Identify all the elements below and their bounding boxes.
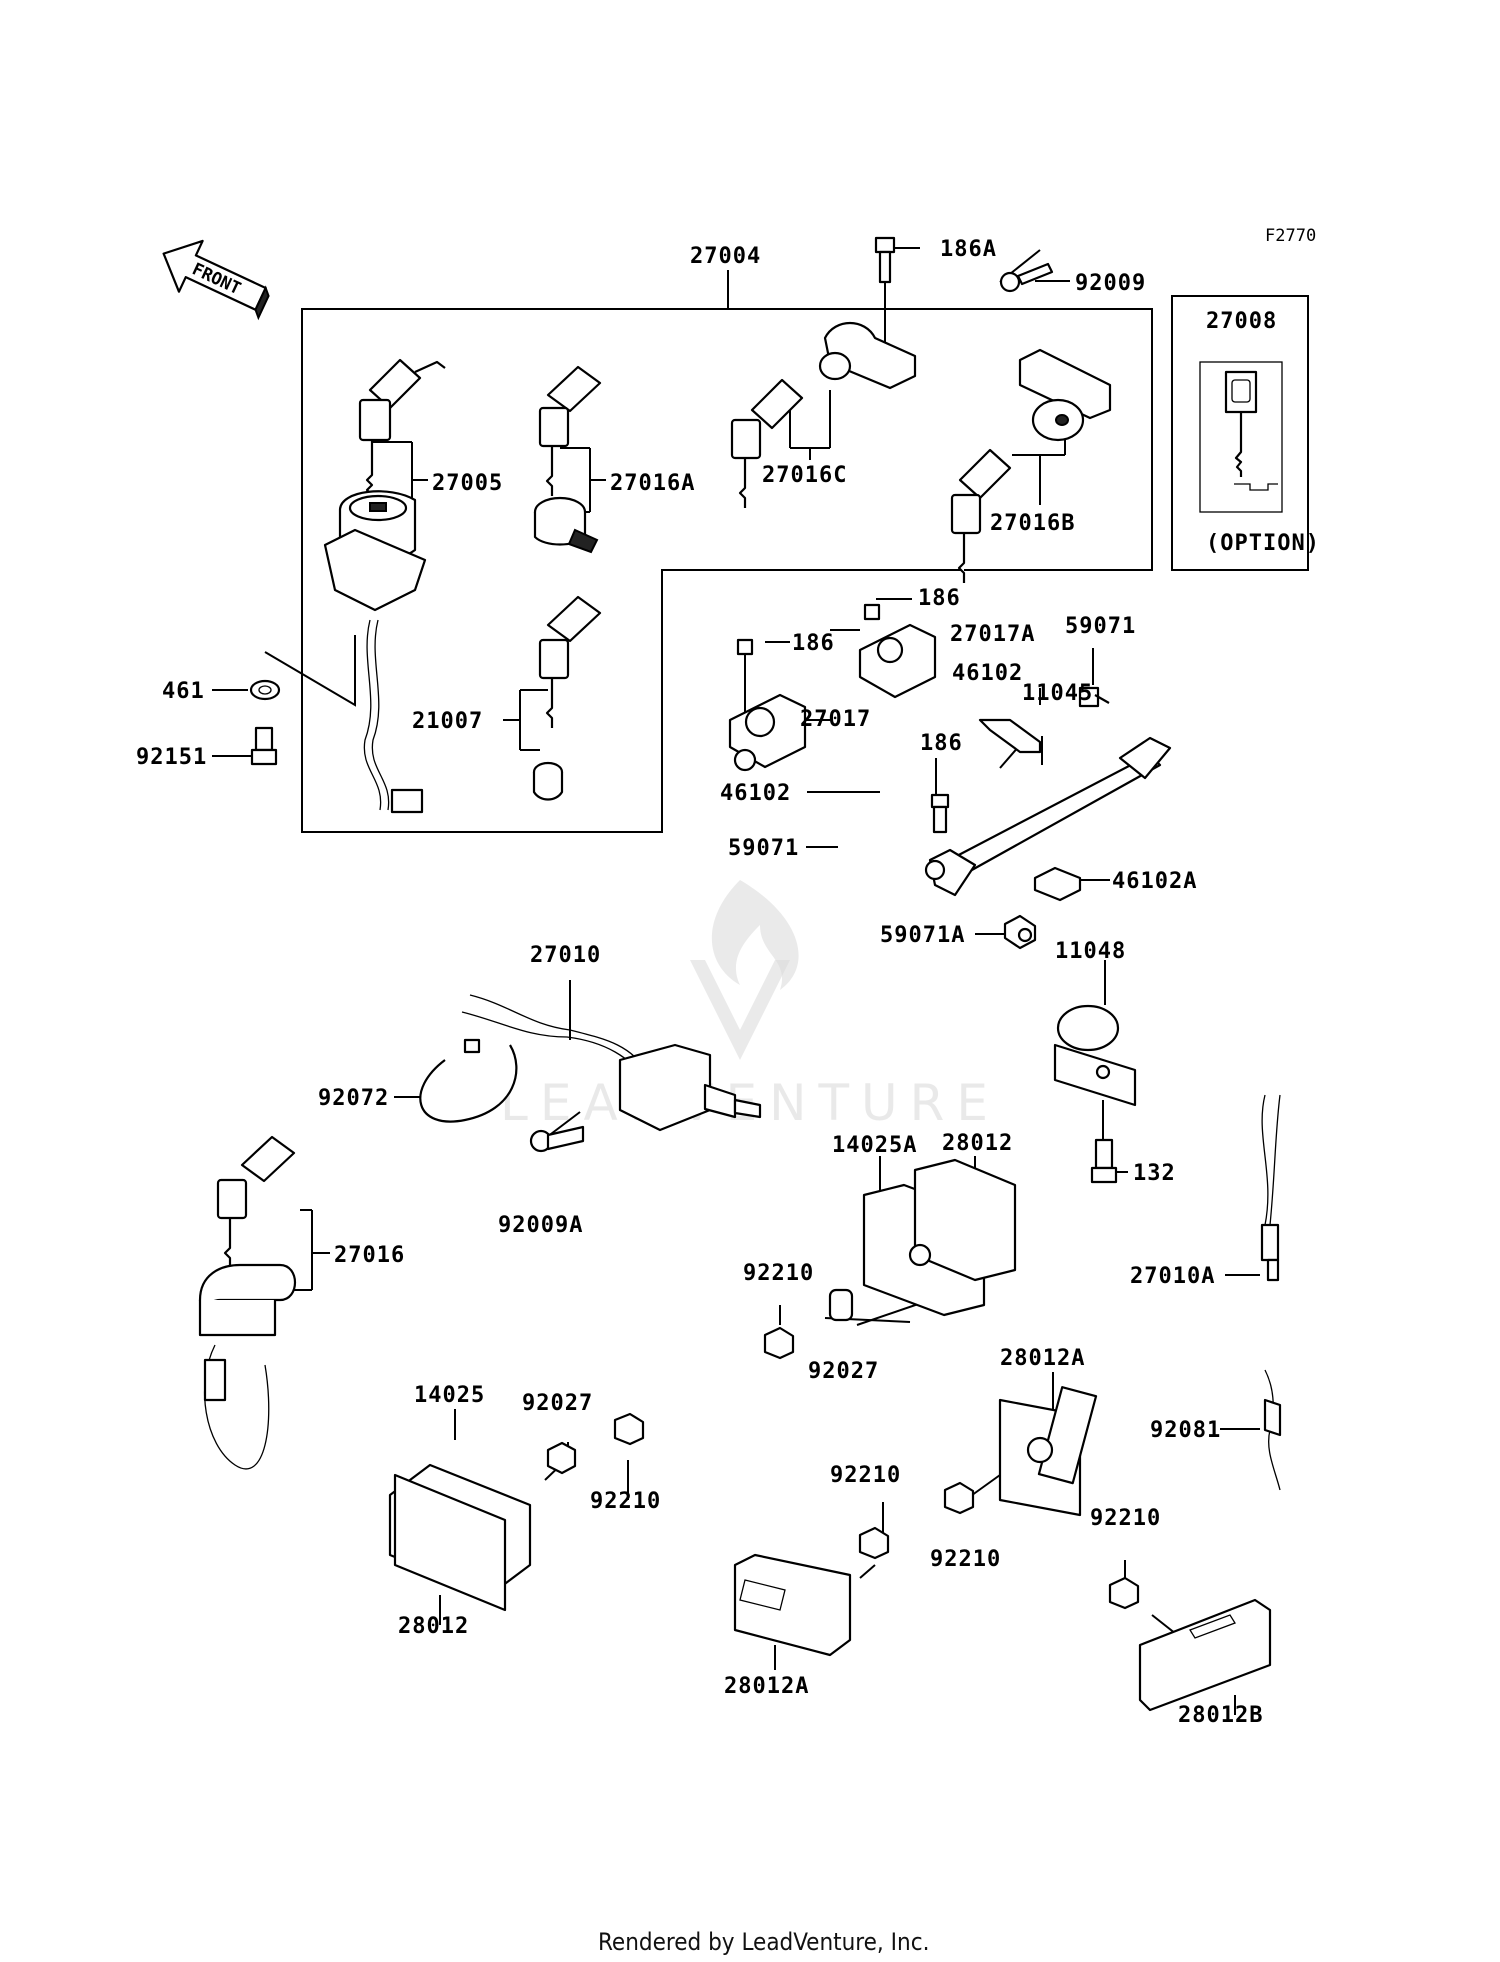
key-pair-27016B-icon: [950, 348, 1112, 583]
part-label-186A[interactable]: 186A: [940, 237, 997, 262]
part-label-92027-low[interactable]: 92027: [522, 1391, 593, 1416]
part-label-186-top[interactable]: 186: [918, 586, 961, 611]
key-pair-27005-icon: [358, 358, 446, 505]
option-box: (OPTION): [1171, 295, 1320, 571]
screw-92009A-icon: [529, 1125, 585, 1153]
option-label: (OPTION): [1206, 531, 1320, 556]
part-label-27004[interactable]: 27004: [690, 244, 761, 269]
nut-92210-icon: [763, 1326, 795, 1360]
part-label-59071-mid[interactable]: 59071: [728, 836, 799, 861]
washer-461-icon: [249, 679, 281, 701]
switch-27010A-icon: [1260, 1094, 1281, 1282]
clip-59071A-icon: [1003, 914, 1037, 950]
bracket-46102A-icon: [1033, 866, 1082, 902]
part-label-92009A[interactable]: 92009A: [498, 1213, 583, 1238]
figure-code: F2770: [1265, 226, 1316, 246]
part-label-14025A[interactable]: 14025A: [832, 1133, 917, 1158]
part-label-11048[interactable]: 11048: [1055, 939, 1126, 964]
part-label-27016B[interactable]: 27016B: [990, 511, 1075, 536]
holder-27017-icon: [728, 638, 807, 772]
part-label-28012-mid[interactable]: 28012: [942, 1131, 1013, 1156]
part-label-46102-top[interactable]: 46102: [952, 661, 1023, 686]
band-92072-icon: [419, 1038, 518, 1123]
reflector-28012A-icon: [998, 1386, 1098, 1517]
part-label-27010A[interactable]: 27010A: [1130, 1264, 1215, 1289]
part-label-92151[interactable]: 92151: [136, 745, 207, 770]
part-label-11045[interactable]: 11045: [1022, 681, 1093, 706]
part-label-92210-far-right[interactable]: 92210: [1090, 1506, 1161, 1531]
reflector-28012B-icon: [1138, 1598, 1272, 1712]
reflector-28012A-small-icon: [733, 1553, 852, 1657]
watermark-logo: LEADVENTURE: [500, 880, 988, 1132]
part-label-27008[interactable]: 27008: [1206, 309, 1277, 334]
part-label-27005[interactable]: 27005: [432, 471, 503, 496]
part-label-46102A[interactable]: 46102A: [1112, 869, 1197, 894]
key-pair-27016A-icon: [533, 365, 602, 554]
bolt-132-icon: [1090, 1138, 1118, 1184]
switch-27010-icon: [461, 994, 762, 1132]
padlock-27016-icon: [198, 1135, 296, 1470]
part-label-92210-low-mid[interactable]: 92210: [830, 1463, 901, 1488]
part-label-14025[interactable]: 14025: [414, 1383, 485, 1408]
part-label-92210-low-right[interactable]: 92210: [930, 1547, 1001, 1572]
part-label-27017A[interactable]: 27017A: [950, 622, 1035, 647]
part-label-21007[interactable]: 21007: [412, 709, 483, 734]
part-labels: 27004 186A 92009 27008 27005 27016A 2701…: [136, 237, 1277, 1728]
reflector-14025-icon: [388, 1463, 532, 1612]
part-label-27017[interactable]: 27017: [800, 707, 871, 732]
part-label-186-mid[interactable]: 186: [920, 731, 963, 756]
part-label-28012-low[interactable]: 28012: [398, 1614, 469, 1639]
part-label-92009[interactable]: 92009: [1075, 271, 1146, 296]
lock-bar-11045-icon: [924, 736, 1172, 897]
key-pair-27016C-icon: [730, 322, 917, 508]
part-label-59071A[interactable]: 59071A: [880, 923, 965, 948]
reflector-14025A-icon: [862, 1158, 1017, 1317]
part-label-28012A-low[interactable]: 28012A: [724, 1674, 809, 1699]
holder-27017A-icon: [858, 603, 937, 699]
nut-misc-icon: [546, 1412, 1140, 1610]
part-label-59071-top[interactable]: 59071: [1065, 614, 1136, 639]
part-label-92027-mid[interactable]: 92027: [808, 1359, 879, 1384]
key-pair-21007-icon: [532, 595, 602, 801]
bolt-186-icon: [930, 793, 950, 834]
collar-92027-icon: [828, 1288, 854, 1322]
part-label-27016A[interactable]: 27016A: [610, 471, 695, 496]
screw-92009-icon: [999, 262, 1054, 293]
part-label-27010[interactable]: 27010: [530, 943, 601, 968]
spring-92081-icon: [1263, 1369, 1282, 1491]
part-label-27016[interactable]: 27016: [334, 1243, 405, 1268]
part-label-28012A-top[interactable]: 28012A: [1000, 1346, 1085, 1371]
part-label-132[interactable]: 132: [1133, 1161, 1176, 1186]
ignition-switch-icon: [323, 490, 427, 814]
part-label-92210-mid[interactable]: 92210: [743, 1261, 814, 1286]
key-set-frame: [301, 270, 1153, 833]
part-label-461[interactable]: 461: [162, 679, 205, 704]
clip-59071-icon: [1078, 686, 1110, 708]
bracket-11048-icon: [1053, 1004, 1137, 1107]
part-label-92210-low-left[interactable]: 92210: [590, 1489, 661, 1514]
part-label-186-left[interactable]: 186: [792, 631, 835, 656]
part-label-92081[interactable]: 92081: [1150, 1418, 1221, 1443]
bolt-92151-icon: [250, 726, 278, 766]
bracket-46102-icon: [978, 718, 1042, 754]
part-label-27016C[interactable]: 27016C: [762, 463, 847, 488]
part-label-92072[interactable]: 92072: [318, 1086, 389, 1111]
part-label-28012B[interactable]: 28012B: [1178, 1703, 1263, 1728]
bolt-186A-icon: [874, 236, 896, 284]
part-label-46102-mid[interactable]: 46102: [720, 781, 791, 806]
front-arrow-icon: FRONT: [162, 239, 270, 321]
footer-credit: Rendered by LeadVenture, Inc.: [598, 1928, 929, 1956]
